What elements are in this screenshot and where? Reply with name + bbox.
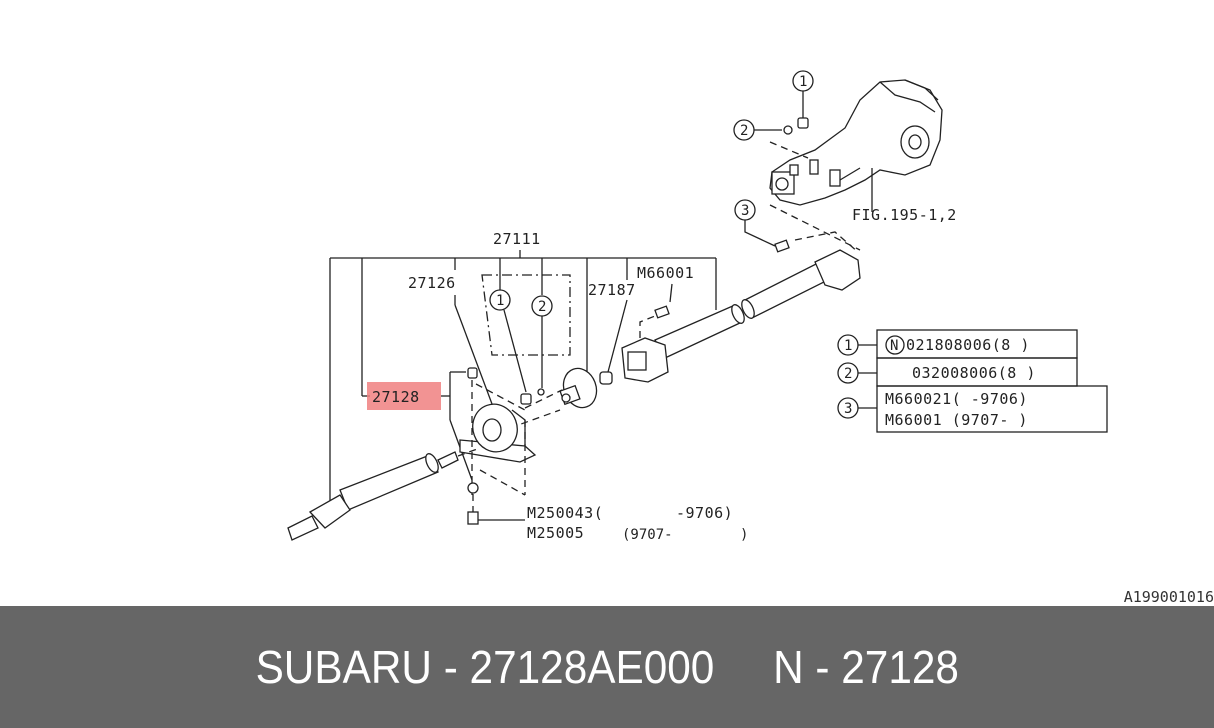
legend-table: 1 N 021808006(8 ) 2 032008006(8 ) 3 M660… [837,329,1108,433]
svg-text:021808006(8 ): 021808006(8 ) [906,336,1030,354]
bolt-top-label: M66001 [637,264,694,282]
callout-3-top: 3 [734,199,790,253]
bolt-bottom-2-code: M25005 [527,524,584,542]
washer-label: 27187 [588,281,636,299]
highlight-box [367,382,441,410]
bolt-m66001-icon [654,305,670,319]
bolt-bottom-1-range: -9706) [676,504,733,522]
svg-text:3: 3 [741,203,749,219]
svg-text:1: 1 [844,338,852,354]
legend-row-1: 1 N 021808006(8 ) [837,334,1030,356]
n-marker-icon: N [890,338,898,354]
legend-row-2: 2 032008006(8 ) [837,362,1036,384]
center-bearing-label: 27126 [408,274,456,292]
companion-flange [559,367,598,409]
svg-text:M660021( -9706): M660021( -9706) [885,390,1028,408]
callout-1-mid: 1 [489,289,527,393]
legend-row-3: 3 M660021( -9706) M66001 (9707- ) [837,390,1028,429]
footer-bar: SUBARU - 27128AE000 N - 27128 [0,606,1214,728]
callout-2-top: 2 [733,119,793,141]
svg-text:1: 1 [496,293,504,309]
svg-text:2: 2 [844,366,852,382]
bolt-bottom-2-range: (9707- [622,527,673,543]
diagram-id: A199001016 [1123,588,1214,606]
rear-differential [769,79,943,212]
bolt-bottom-2-close: ) [740,527,748,543]
center-bearing [459,403,537,463]
bolt-bottom-1-code: M250043( [527,504,603,522]
front-propeller-shaft [287,451,459,541]
parts-diagram: FIG.195-1,2 1 2 3 27111 [287,70,1108,543]
footer-part-info: SUBARU - 27128AE000 N - 27128 [255,641,959,693]
svg-text:1: 1 [799,74,807,90]
rear-propeller-shaft [621,249,861,383]
svg-text:2: 2 [538,299,546,315]
svg-text:032008006(8 ): 032008006(8 ) [912,364,1036,382]
svg-text:3: 3 [844,401,852,417]
fig-ref-label: FIG.195-1,2 [852,206,957,224]
assembly-bracket [329,250,717,505]
highlighted-part-label[interactable]: 27128 [372,388,420,406]
bolt-bottom-icon [467,511,479,525]
callout-2-mid: 2 [531,295,553,388]
nut-icon [520,393,532,405]
svg-text:M66001 (9707- ): M66001 (9707- ) [885,411,1028,429]
svg-text:2: 2 [740,123,748,139]
assembly-label: 27111 [493,230,541,248]
washer-icon [599,371,613,385]
callout-1-top: 1 [792,70,814,129]
